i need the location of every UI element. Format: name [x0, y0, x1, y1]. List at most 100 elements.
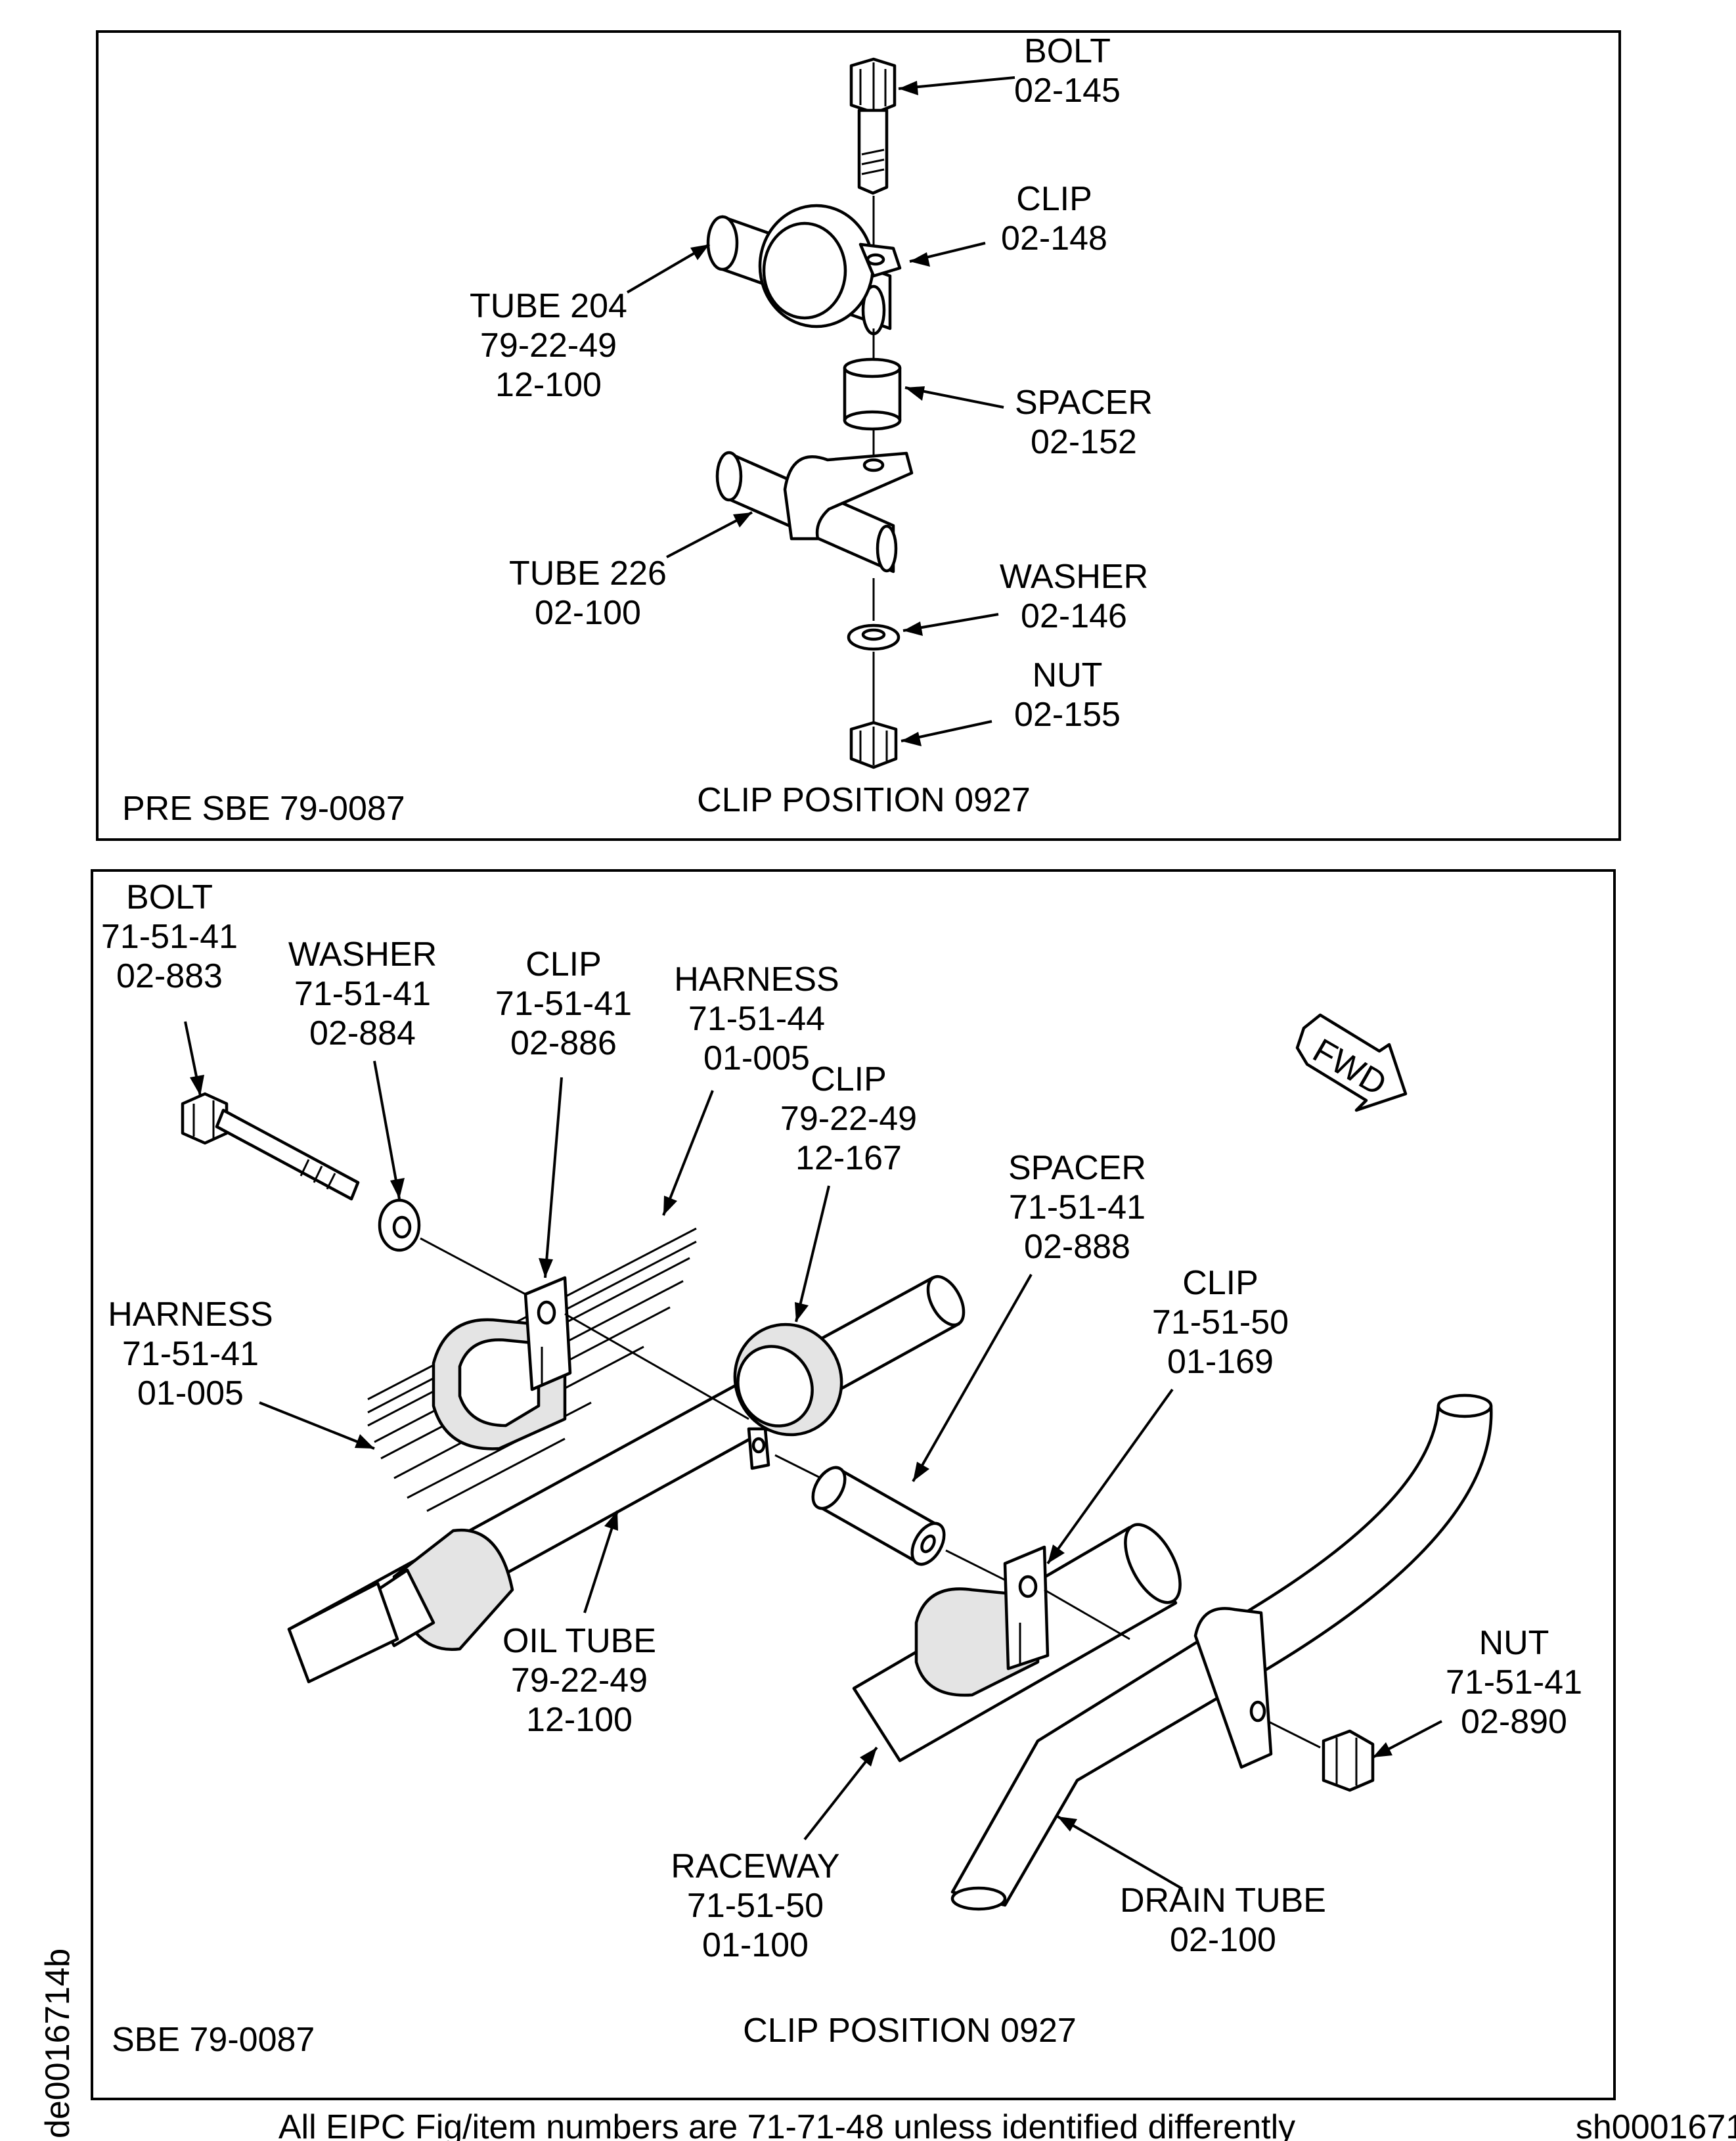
label-line: 02-100 [1170, 1921, 1276, 1959]
label-line: 01-169 [1167, 1343, 1274, 1381]
label-line: 71-51-41 [122, 1335, 259, 1373]
bottom-callout-bolt: BOLT 71-51-41 02-883 [101, 878, 238, 995]
label-line: 02-148 [1001, 219, 1107, 258]
top-washer [847, 623, 901, 651]
bolt-axis-line-3 [774, 1454, 822, 1479]
label-line: NUT [1033, 656, 1103, 694]
label-line: 71-51-44 [688, 1000, 825, 1038]
top-clip-226 [783, 451, 914, 541]
label-line: TUBE 226 [509, 554, 667, 593]
label-line: 02-890 [1461, 1703, 1567, 1741]
label-line: 71-51-41 [1009, 1188, 1146, 1227]
label-line: SPACER [1008, 1149, 1146, 1187]
label-line: 02-886 [510, 1024, 617, 1062]
label-line: 02-145 [1014, 72, 1121, 110]
label-line: 79-22-49 [480, 327, 617, 365]
label-line: 71-51-50 [687, 1887, 824, 1925]
bottom-washer [378, 1198, 421, 1252]
label-line: RACEWAY [671, 1847, 839, 1885]
top-callout-bolt: BOLT 02-145 [1014, 32, 1121, 110]
spacer-axis-line [945, 1549, 1012, 1585]
label-line: 79-22-49 [780, 1100, 917, 1138]
bottom-effectivity-label: SBE 79-0087 [112, 2021, 315, 2059]
label-line: OIL TUBE [502, 1622, 656, 1660]
label-line: CLIP [1182, 1264, 1258, 1302]
top-callout-nut: NUT 02-155 [1014, 656, 1121, 734]
label-line: 02-152 [1031, 423, 1137, 461]
top-spacer [843, 357, 902, 431]
oil-tube-clip [733, 1322, 843, 1470]
label-line: HARNESS [108, 1296, 273, 1334]
top-callout-spacer: SPACER 02-152 [1015, 384, 1153, 461]
fwd-arrow-icon: FWD [1295, 1013, 1408, 1112]
label-line: 02-100 [535, 594, 641, 632]
bottom-callout-clip-167: CLIP 79-22-49 12-167 [780, 1060, 917, 1177]
bottom-callout-oil-tube: OIL TUBE 79-22-49 12-100 [502, 1622, 656, 1739]
label-line: 01-005 [703, 1039, 810, 1077]
label-line: SPACER [1015, 384, 1153, 422]
label-line: WASHER [288, 935, 437, 974]
label-line: 02-884 [309, 1014, 416, 1052]
top-panel-frame [96, 30, 1621, 841]
sheet-id: sh00016714c [1576, 2108, 1736, 2141]
label-line: NUT [1479, 1624, 1549, 1662]
nut-axis-line [1267, 1720, 1321, 1749]
bottom-spacer [811, 1466, 946, 1566]
label-line: 71-51-41 [294, 975, 431, 1013]
bottom-callout-harness-44: HARNESS 71-51-44 01-005 [674, 960, 839, 1077]
drain-tube-clip [1193, 1607, 1273, 1769]
label-line: CLIP [811, 1060, 887, 1098]
top-effectivity-label: PRE SBE 79-0087 [122, 790, 405, 828]
label-line: 12-100 [526, 1701, 633, 1739]
bottom-nut [1322, 1729, 1375, 1792]
label-line: 02-888 [1024, 1228, 1130, 1266]
label-line: 71-51-41 [101, 918, 238, 956]
label-line: 01-100 [702, 1926, 809, 1964]
label-line: CLIP [525, 945, 602, 983]
bottom-callout-drain-tube: DRAIN TUBE 02-100 [1120, 1882, 1326, 1959]
bottom-panel-frame [91, 869, 1616, 2100]
label-line: 02-155 [1014, 696, 1121, 734]
bolt-axis-line-1 [420, 1237, 526, 1296]
label-line: 71-51-41 [1446, 1663, 1582, 1702]
bottom-callout-washer: WASHER 71-51-41 02-884 [288, 935, 437, 1052]
bolt-axis-line-2 [564, 1313, 749, 1420]
side-id: de0016714b [39, 1949, 77, 2138]
bottom-callout-harness-41: HARNESS 71-51-41 01-005 [108, 1296, 273, 1412]
top-callout-tube204: TUBE 204 79-22-49 12-100 [470, 287, 627, 404]
label-line: 12-100 [495, 366, 602, 404]
label-line: 02-883 [116, 957, 223, 995]
top-callout-clip: CLIP 02-148 [1001, 180, 1107, 258]
top-callout-washer: WASHER 02-146 [1000, 558, 1148, 635]
label-line: BOLT [1024, 32, 1111, 70]
label-line: WASHER [1000, 558, 1148, 596]
oil-tube [287, 1274, 966, 1684]
bottom-callout-clip-169: CLIP 71-51-50 01-169 [1152, 1264, 1289, 1381]
label-line: DRAIN TUBE [1120, 1882, 1326, 1920]
bottom-assembly [181, 1092, 1493, 1911]
clip-axis-line [1044, 1589, 1130, 1640]
bottom-callout-raceway: RACEWAY 71-51-50 01-100 [671, 1847, 839, 1964]
label-line: BOLT [126, 878, 213, 916]
bottom-callout-spacer: SPACER 71-51-41 02-888 [1008, 1149, 1146, 1266]
label-line: HARNESS [674, 960, 839, 999]
top-assembly [706, 57, 914, 769]
bottom-position-label: CLIP POSITION 0927 [743, 2012, 1077, 2050]
label-line: 12-167 [795, 1139, 902, 1177]
bottom-callout-clip-886: CLIP 71-51-41 02-886 [495, 945, 632, 1062]
label-line: 71-51-41 [495, 985, 632, 1023]
top-nut [849, 721, 898, 769]
label-line: 01-005 [137, 1374, 244, 1412]
raceway-clip [914, 1545, 1050, 1697]
label-line: CLIP [1016, 180, 1092, 218]
label-line: 79-22-49 [511, 1661, 648, 1700]
top-position-label: CLIP POSITION 0927 [697, 781, 1031, 819]
label-line: 71-51-50 [1152, 1303, 1289, 1341]
footer-note: All EIPC Fig/item numbers are 71-71-48 u… [278, 2108, 1295, 2141]
label-line: TUBE 204 [470, 287, 627, 325]
harness-clip [432, 1276, 572, 1451]
bottom-bolt [181, 1092, 360, 1201]
top-leaders [626, 76, 1015, 746]
top-clip-148 [758, 204, 902, 328]
